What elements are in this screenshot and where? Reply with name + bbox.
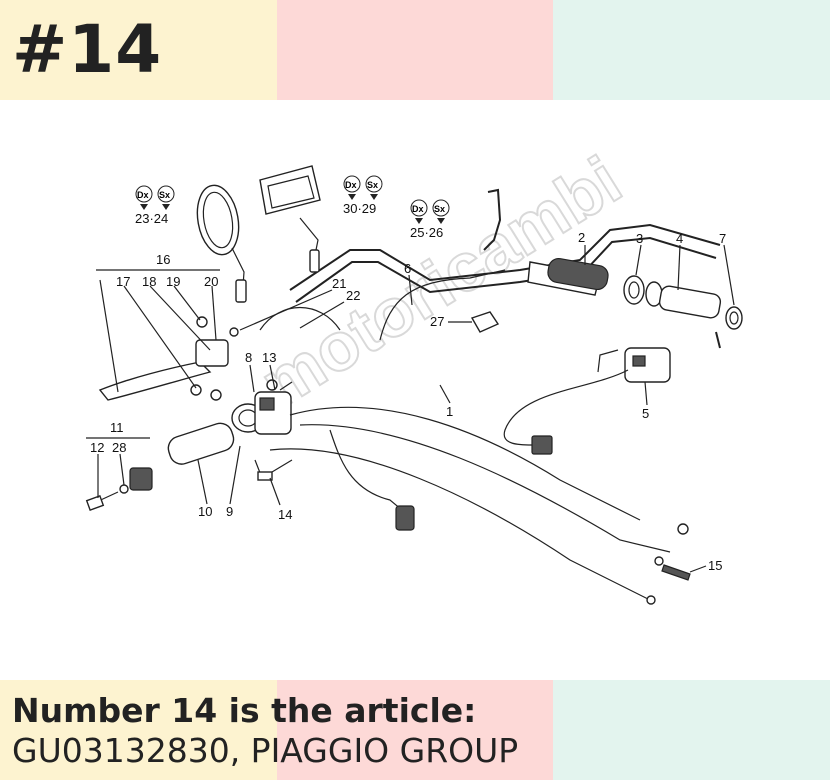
callout-3: 3 <box>636 231 643 246</box>
right-mirror <box>259 165 321 273</box>
callout-7: 7 <box>719 231 726 246</box>
callout-labels: 1 2 3 4 5 6 7 8 9 10 11 12 13 14 15 16 1… <box>90 230 726 573</box>
left-grip <box>85 422 235 511</box>
part-number-badge: #14 <box>12 11 163 88</box>
exploded-parts-diagram: motoricambi <box>85 141 743 605</box>
callout-9: 9 <box>226 504 233 519</box>
callout-14: 14 <box>278 507 292 522</box>
pair-23-24: 23·24 <box>135 211 168 226</box>
badge-sx: Sx <box>159 190 170 200</box>
callout-4: 4 <box>676 231 683 246</box>
header-band <box>0 0 830 100</box>
callout-20: 20 <box>204 274 218 289</box>
bracket-27 <box>470 311 500 333</box>
callout-11: 11 <box>110 420 124 435</box>
callout-15: 15 <box>708 558 722 573</box>
callout-8: 8 <box>245 350 252 365</box>
callout-21: 21 <box>332 276 346 291</box>
callout-5: 5 <box>642 406 649 421</box>
caption-title: Number 14 is the article: <box>12 691 477 730</box>
callout-13: 13 <box>262 350 276 365</box>
side-badge-group-23-24: Dx Sx 23·24 <box>135 185 175 226</box>
pair-25-26: 25·26 <box>410 225 443 240</box>
pair-30-29: 30·29 <box>343 201 376 216</box>
badge-sx: Sx <box>367 180 378 190</box>
right-lever <box>483 188 502 251</box>
callout-17: 17 <box>116 274 130 289</box>
badge-dx: Dx <box>345 180 357 190</box>
right-switch <box>503 347 671 455</box>
callout-1: 1 <box>446 404 453 419</box>
callout-leaders <box>86 244 735 573</box>
callout-22: 22 <box>346 288 360 303</box>
handlebar <box>289 223 721 303</box>
badge-dx: Dx <box>137 190 149 200</box>
callout-18: 18 <box>142 274 156 289</box>
callout-2: 2 <box>578 230 585 245</box>
clutch-lever <box>98 316 239 401</box>
callout-16: 16 <box>156 252 170 267</box>
callout-28: 28 <box>112 440 126 455</box>
callout-10: 10 <box>198 504 212 519</box>
left-switch-block <box>231 379 293 435</box>
callout-19: 19 <box>166 274 180 289</box>
side-badge-group-25-26: Dx Sx 25·26 <box>410 199 450 240</box>
caption-article: GU03132830, PIAGGIO GROUP <box>12 731 519 770</box>
cables <box>254 269 691 605</box>
callout-6: 6 <box>404 261 411 276</box>
side-badge-group-30-29: Dx Sx 30·29 <box>343 175 383 216</box>
caption-band <box>0 680 830 780</box>
badge-sx: Sx <box>434 204 445 214</box>
left-mirror <box>196 184 247 303</box>
callout-12: 12 <box>90 440 104 455</box>
badge-dx: Dx <box>412 204 424 214</box>
right-grip-assembly <box>527 257 743 349</box>
callout-27: 27 <box>430 314 444 329</box>
